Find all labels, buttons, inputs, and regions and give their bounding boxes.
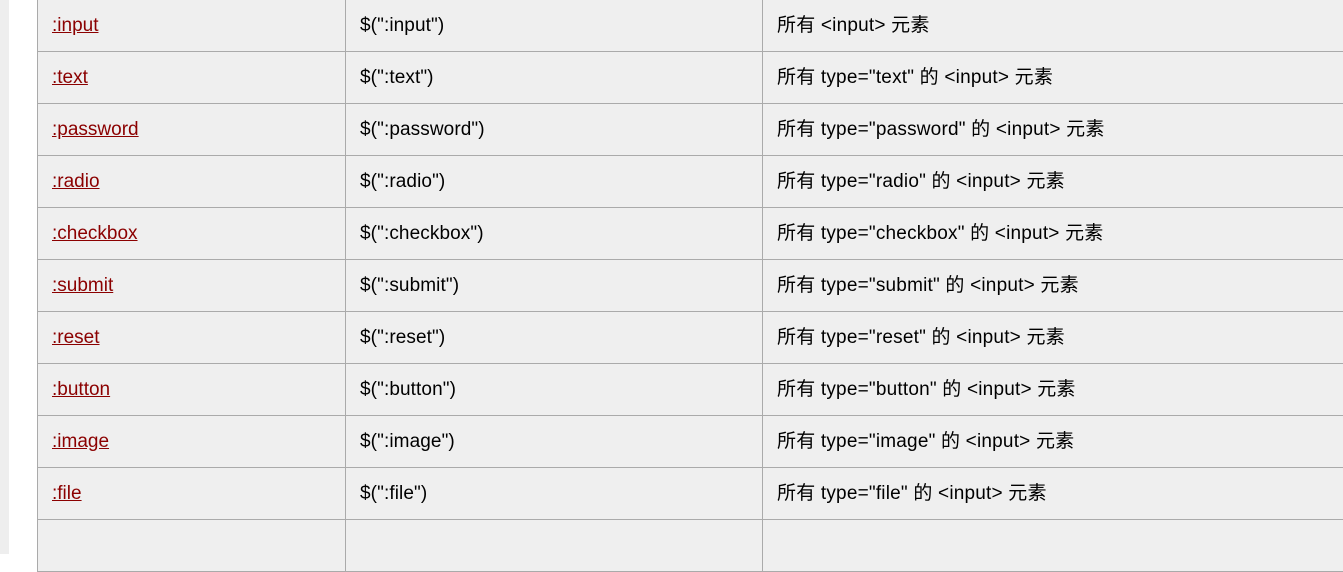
selector-link[interactable]: :submit	[52, 275, 113, 296]
table-row: :reset $(":reset")所有 type="reset" 的 <inpu…	[38, 312, 1343, 364]
cell-description: 所有 type="button" 的 <input> 元素	[763, 364, 1343, 416]
cell-selector: :file	[38, 468, 346, 520]
table-row: :checkbox $(":checkbox")所有 type="checkbox…	[38, 208, 1343, 260]
cell-selector: :submit	[38, 260, 346, 312]
cell-example: $(":submit")	[346, 260, 763, 312]
selector-link[interactable]: :file	[52, 483, 82, 504]
table-row: :password $(":password")所有 type="password…	[38, 104, 1343, 156]
cell-description: 所有 type="reset" 的 <input> 元素	[763, 312, 1343, 364]
cell-description: 所有 type="text" 的 <input> 元素	[763, 52, 1343, 104]
cell-selector	[38, 520, 346, 572]
table-row: :button $(":button")所有 type="button" 的 <i…	[38, 364, 1343, 416]
selector-link[interactable]: :checkbox	[52, 223, 138, 244]
page-left-gutter	[0, 0, 9, 554]
selector-link[interactable]: :input	[52, 15, 98, 36]
table-row: :text $(":text")所有 type="text" 的 <input> …	[38, 52, 1343, 104]
cell-example: $(":password")	[346, 104, 763, 156]
selector-link[interactable]: :reset	[52, 327, 100, 348]
table-row: :image $(":image")所有 type="image" 的 <inpu…	[38, 416, 1343, 468]
selector-link[interactable]: :radio	[52, 171, 100, 192]
selector-link[interactable]: :text	[52, 67, 88, 88]
cell-example: $(":reset")	[346, 312, 763, 364]
cell-example: $(":input")	[346, 0, 763, 52]
selector-link[interactable]: :button	[52, 379, 110, 400]
cell-selector: :reset	[38, 312, 346, 364]
cell-description: 所有 type="file" 的 <input> 元素	[763, 468, 1343, 520]
cell-description	[763, 520, 1343, 572]
cell-selector: :input	[38, 0, 346, 52]
cell-description: 所有 type="password" 的 <input> 元素	[763, 104, 1343, 156]
cell-description: 所有 <input> 元素	[763, 0, 1343, 52]
cell-selector: :text	[38, 52, 346, 104]
cell-selector: :checkbox	[38, 208, 346, 260]
cell-example: $(":file")	[346, 468, 763, 520]
cell-selector: :image	[38, 416, 346, 468]
table-row	[38, 520, 1343, 572]
table-row: :file $(":file")所有 type="file" 的 <input> …	[38, 468, 1343, 520]
selector-reference-table-wrapper: :input $(":input")所有 <input> 元素 :text $(":t…	[37, 0, 1343, 572]
cell-example	[346, 520, 763, 572]
selector-reference-table: :input $(":input")所有 <input> 元素 :text $(":t…	[37, 0, 1343, 572]
cell-description: 所有 type="radio" 的 <input> 元素	[763, 156, 1343, 208]
cell-example: $(":button")	[346, 364, 763, 416]
selector-reference-table-body: :input $(":input")所有 <input> 元素 :text $(":t…	[38, 0, 1343, 572]
cell-selector: :button	[38, 364, 346, 416]
cell-description: 所有 type="checkbox" 的 <input> 元素	[763, 208, 1343, 260]
table-row: :input $(":input")所有 <input> 元素	[38, 0, 1343, 52]
cell-example: $(":checkbox")	[346, 208, 763, 260]
cell-example: $(":radio")	[346, 156, 763, 208]
cell-selector: :password	[38, 104, 346, 156]
cell-selector: :radio	[38, 156, 346, 208]
selector-link[interactable]: :image	[52, 431, 109, 452]
selector-link[interactable]: :password	[52, 119, 139, 140]
table-row: :radio $(":radio")所有 type="radio" 的 <inpu…	[38, 156, 1343, 208]
table-row: :submit $(":submit")所有 type="submit" 的 <i…	[38, 260, 1343, 312]
cell-description: 所有 type="image" 的 <input> 元素	[763, 416, 1343, 468]
cell-example: $(":text")	[346, 52, 763, 104]
cell-description: 所有 type="submit" 的 <input> 元素	[763, 260, 1343, 312]
cell-example: $(":image")	[346, 416, 763, 468]
